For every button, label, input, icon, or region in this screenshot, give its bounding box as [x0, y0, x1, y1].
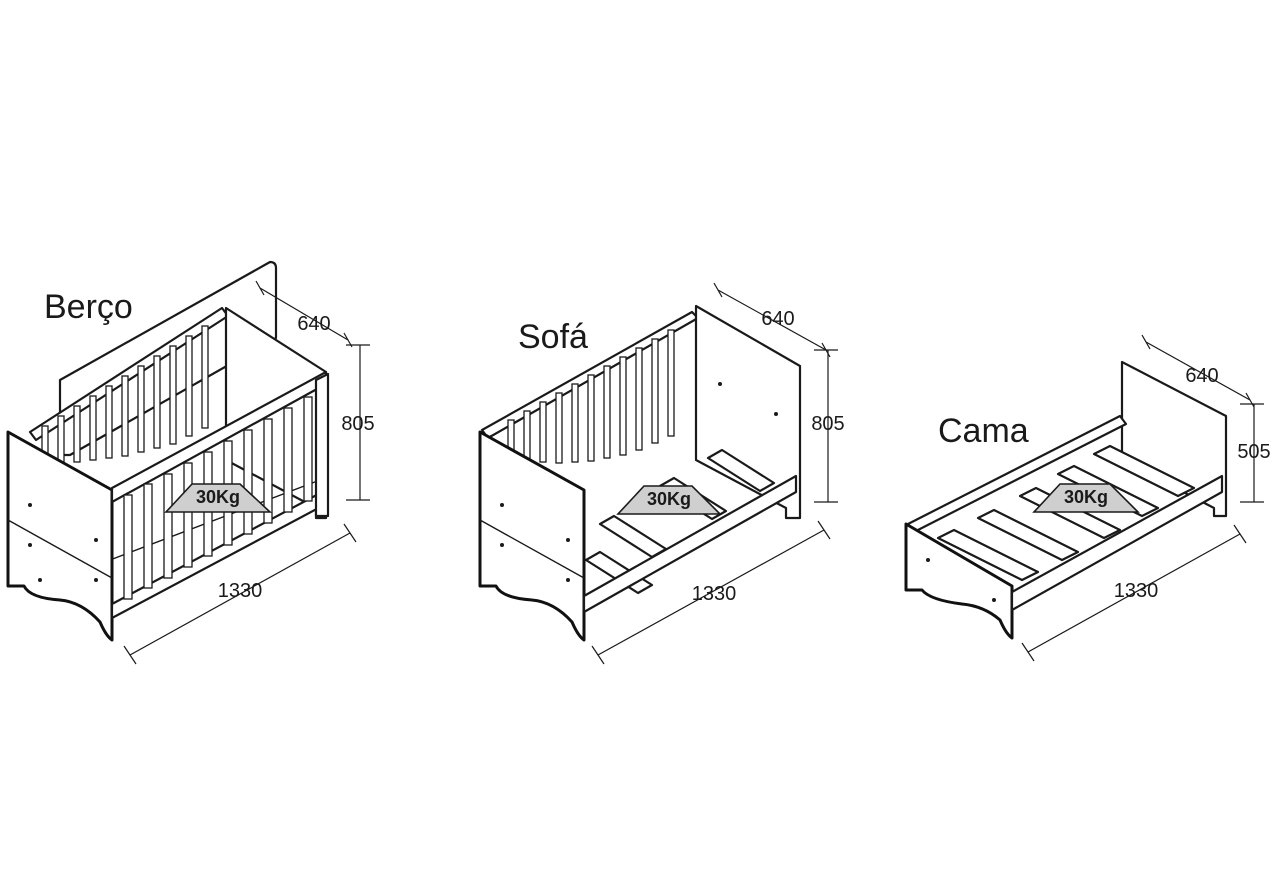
bed-weight-label: 30Kg: [1064, 487, 1108, 507]
sofa-back-slats: [507, 329, 675, 464]
bed-title: Cama: [938, 412, 1029, 450]
crib-title: Berço: [44, 288, 133, 326]
crib-width-dimension: 1330: [123, 523, 357, 665]
crib-weight-label: 30Kg: [196, 487, 240, 507]
sofa-width-label: 1330: [692, 583, 737, 605]
crib-back-slats: [41, 325, 209, 465]
bed-front-rail: [1010, 474, 1224, 612]
bed-width-label: 1330: [1114, 580, 1159, 602]
sofa-height-label: 805: [811, 413, 844, 435]
bed-height-dimension: 505: [1237, 403, 1271, 503]
crib-depth-label: 640: [297, 313, 330, 335]
sofa-depth-dimension: 640: [713, 282, 831, 358]
crib-configuration: 30Kg 640 805 1330 Berço: [6, 260, 375, 665]
sofa-left-end-panel: [478, 430, 586, 642]
sofa-front-rail: [582, 474, 798, 614]
bed-depth-label: 640: [1185, 365, 1218, 387]
bed-height-label: 505: [1237, 441, 1270, 463]
crib-width-label: 1330: [218, 580, 263, 602]
bed-configuration: 30Kg 640 505 1330 Cama: [904, 334, 1271, 662]
sofa-weight-indicator: 30Kg: [616, 485, 722, 515]
crib-left-end-panel: [6, 430, 114, 642]
crib-weight-indicator: 30Kg: [164, 483, 273, 513]
sofa-depth-label: 640: [761, 308, 794, 330]
bed-base-slats: [936, 444, 1196, 582]
sofa-configuration: 30Kg 640 805 1330 Sofá: [478, 282, 845, 665]
sofa-width-dimension: 1330: [591, 520, 831, 665]
bed-depth-dimension: 640: [1141, 334, 1255, 408]
bed-foot-panel: [904, 522, 1014, 640]
sofa-weight-label: 30Kg: [647, 489, 691, 509]
sofa-height-dimension: 805: [811, 349, 845, 503]
crib-height-dimension: 805: [341, 344, 375, 501]
sofa-title: Sofá: [518, 318, 588, 356]
crib-height-label: 805: [341, 413, 374, 435]
bed-weight-indicator: 30Kg: [1032, 483, 1140, 513]
bed-width-dimension: 1330: [1021, 524, 1247, 662]
